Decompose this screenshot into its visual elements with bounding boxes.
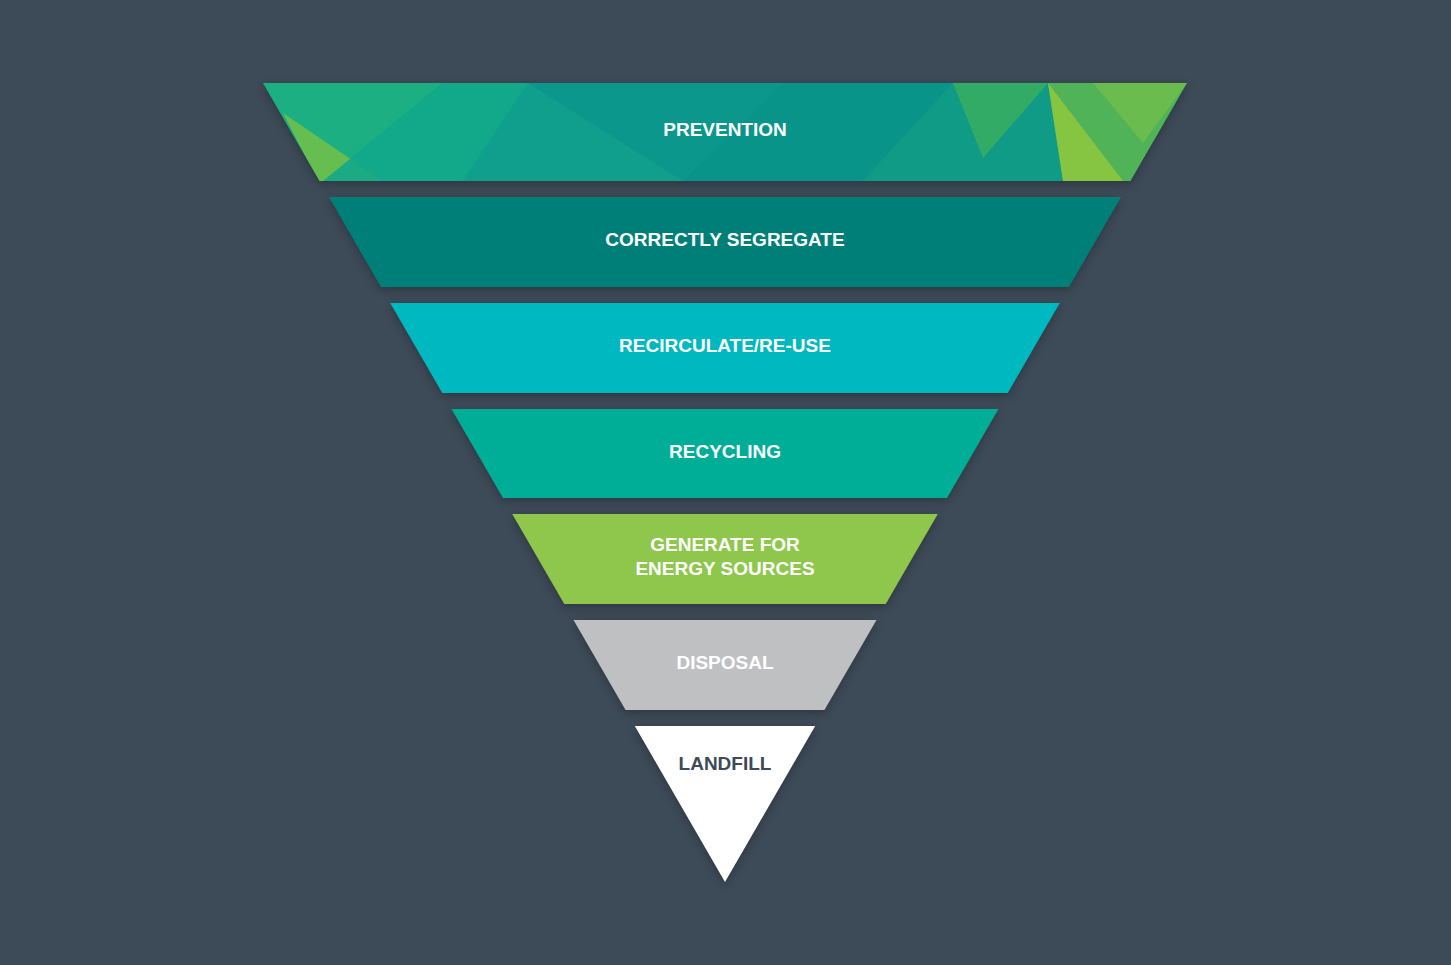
facet — [953, 83, 1048, 158]
landfill-triangle: LANDFILL — [263, 726, 1187, 882]
band-label: DISPOSAL — [676, 651, 773, 675]
recycling-band: RECYCLING — [263, 409, 1187, 498]
band-fill — [263, 83, 1187, 181]
disposal-band: DISPOSAL — [263, 620, 1187, 710]
segregate-band: CORRECTLY SEGREGATE — [263, 197, 1187, 287]
band-fill — [329, 197, 1121, 287]
facet — [863, 83, 1063, 181]
band-label: CORRECTLY SEGREGATE — [605, 228, 844, 252]
facet — [1048, 83, 1187, 181]
band-label-box: GENERATE FOR ENERGY SOURCES — [630, 533, 820, 581]
band-fill — [512, 514, 938, 604]
band-label-box: RECYCLING — [525, 440, 925, 464]
band-label-box: CORRECTLY SEGREGATE — [425, 228, 1025, 252]
band-label: PREVENTION — [663, 118, 787, 142]
band-shape — [263, 726, 1187, 882]
facet — [1093, 83, 1187, 143]
band-label: RECIRCULATE/RE-USE — [619, 334, 831, 358]
facet-pattern — [263, 83, 1187, 181]
band-label: RECYCLING — [669, 440, 781, 464]
band-fill — [574, 620, 877, 710]
band-label-box: RECIRCULATE/RE-USE — [475, 334, 975, 358]
band-label-box: PREVENTION — [425, 118, 1025, 142]
band-label: GENERATE FOR ENERGY SOURCES — [630, 533, 820, 581]
prevention-band: PREVENTION — [263, 83, 1187, 181]
energy-band: GENERATE FOR ENERGY SOURCES — [263, 514, 1187, 604]
reuse-band: RECIRCULATE/RE-USE — [263, 303, 1187, 393]
band-label-box: LANDFILL — [655, 752, 795, 776]
band-fill — [635, 726, 815, 882]
band-fill — [390, 303, 1060, 393]
band-fill — [452, 409, 999, 498]
band-label-box: DISPOSAL — [600, 651, 850, 675]
band-label: LANDFILL — [679, 752, 772, 776]
